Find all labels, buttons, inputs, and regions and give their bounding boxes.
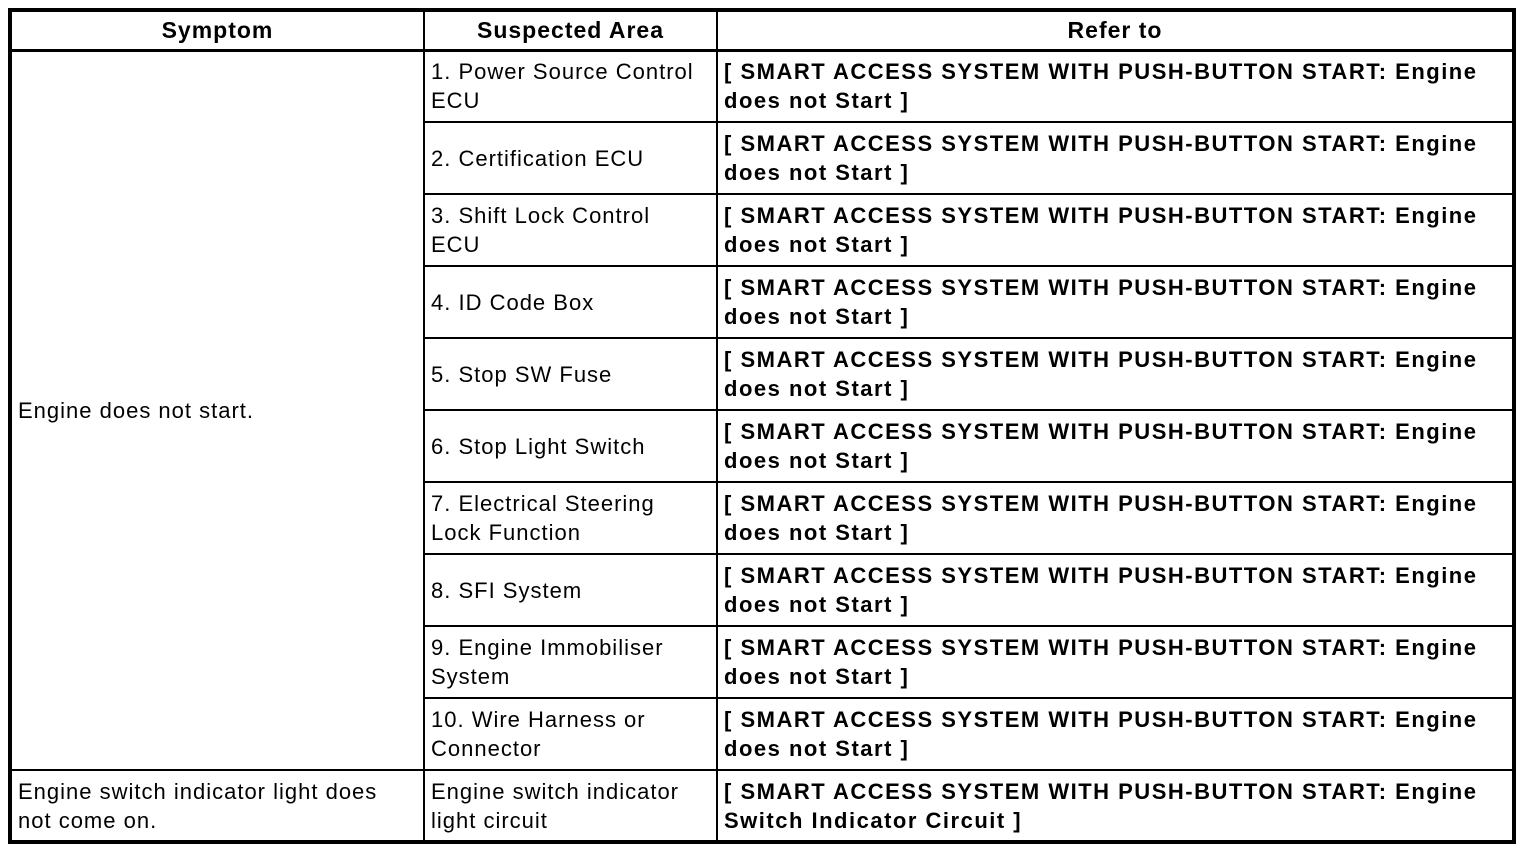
refer-to-cell: [ SMART ACCESS SYSTEM WITH PUSH-BUTTON S…	[716, 409, 1515, 483]
suspected-area-text: 1. Power Source Control ECU	[431, 59, 694, 114]
suspected-area-text: 5. Stop SW Fuse	[431, 361, 613, 387]
table-row: 7. Electrical Steering Lock Function [ SM…	[10, 481, 1515, 555]
refer-to-text: [ SMART ACCESS SYSTEM WITH PUSH-BUTTON S…	[724, 347, 1478, 401]
refer-to-cell: [ SMART ACCESS SYSTEM WITH PUSH-BUTTON S…	[716, 697, 1515, 771]
header-suspected-area: Suspected Area	[423, 9, 718, 52]
refer-to-text: [ SMART ACCESS SYSTEM WITH PUSH-BUTTON S…	[724, 275, 1478, 329]
suspected-area-cell: 5. Stop SW Fuse	[423, 337, 718, 411]
suspected-area-cell: 9. Engine Immobiliser System	[423, 625, 718, 699]
suspected-area-text: 2. Certification ECU	[431, 145, 645, 171]
table-row: 4. ID Code Box [ SMART ACCESS SYSTEM WITH…	[10, 265, 1515, 339]
table-row: 8. SFI System [ SMART ACCESS SYSTEM WITH …	[10, 553, 1515, 627]
table-row: Engine switch indicator light does not c…	[9, 769, 1515, 843]
suspected-area-cell: 1. Power Source Control ECU	[423, 49, 718, 123]
refer-to-text: [ SMART ACCESS SYSTEM WITH PUSH-BUTTON S…	[724, 491, 1478, 545]
table-row: 10. Wire Harness or Connector [ SMART ACC…	[10, 697, 1515, 771]
refer-to-text: [ SMART ACCESS SYSTEM WITH PUSH-BUTTON S…	[724, 563, 1478, 617]
symptom-diagnostic-table: Symptom Suspected Area Refer to Engine d…	[8, 8, 1516, 844]
refer-to-text: [ SMART ACCESS SYSTEM WITH PUSH-BUTTON S…	[724, 131, 1478, 185]
table-row: 6. Stop Light Switch [ SMART ACCESS SYSTE…	[10, 409, 1515, 483]
header-symptom: Symptom	[9, 9, 425, 52]
refer-to-cell: [ SMART ACCESS SYSTEM WITH PUSH-BUTTON S…	[716, 553, 1515, 627]
suspected-area-text: 9. Engine Immobiliser System	[431, 635, 664, 689]
table-row: 3. Shift Lock Control ECU [ SMART ACCESS …	[10, 193, 1515, 267]
suspected-area-text: 6. Stop Light Switch	[431, 433, 646, 459]
suspected-area-cell: 3. Shift Lock Control ECU	[423, 193, 718, 267]
suspected-area-cell: 10. Wire Harness or Connector	[423, 697, 718, 771]
refer-to-cell: [ SMART ACCESS SYSTEM WITH PUSH-BUTTON S…	[716, 265, 1515, 339]
suspected-area-cell: 6. Stop Light Switch	[423, 409, 718, 483]
refer-to-cell: [ SMART ACCESS SYSTEM WITH PUSH-BUTTON S…	[716, 769, 1515, 843]
symptom-text: Engine does not start.	[18, 397, 255, 423]
symptom-cell: Engine does not start.	[9, 49, 425, 771]
suspected-area-cell: 4. ID Code Box	[423, 265, 718, 339]
symptom-cell: Engine switch indicator light does not c…	[9, 769, 425, 843]
refer-to-text: [ SMART ACCESS SYSTEM WITH PUSH-BUTTON S…	[724, 59, 1478, 114]
suspected-area-text: 3. Shift Lock Control ECU	[431, 203, 651, 257]
table-body: Engine does not start. 1. Power Source Co…	[9, 49, 1515, 843]
refer-to-cell: [ SMART ACCESS SYSTEM WITH PUSH-BUTTON S…	[716, 625, 1515, 699]
suspected-area-cell: 7. Electrical Steering Lock Function	[423, 481, 718, 555]
suspected-area-cell: Engine switch indicator light circuit	[423, 769, 718, 843]
symptom-text: Engine switch indicator light does not c…	[18, 778, 378, 833]
table-row: 2. Certification ECU [ SMART ACCESS SYSTE…	[10, 121, 1515, 195]
suspected-area-text: 8. SFI System	[431, 577, 583, 603]
table-row: 5. Stop SW Fuse [ SMART ACCESS SYSTEM WIT…	[10, 337, 1515, 411]
refer-to-text: [ SMART ACCESS SYSTEM WITH PUSH-BUTTON S…	[724, 707, 1478, 761]
suspected-area-cell: 2. Certification ECU	[423, 121, 718, 195]
refer-to-text: [ SMART ACCESS SYSTEM WITH PUSH-BUTTON S…	[724, 778, 1478, 833]
refer-to-text: [ SMART ACCESS SYSTEM WITH PUSH-BUTTON S…	[724, 419, 1478, 473]
suspected-area-text: Engine switch indicator light circuit	[431, 778, 680, 833]
header-refer-to: Refer to	[716, 9, 1515, 52]
refer-to-cell: [ SMART ACCESS SYSTEM WITH PUSH-BUTTON S…	[716, 121, 1515, 195]
refer-to-cell: [ SMART ACCESS SYSTEM WITH PUSH-BUTTON S…	[716, 193, 1515, 267]
table-row: Engine does not start. 1. Power Source Co…	[9, 49, 1515, 771]
suspected-area-text: 10. Wire Harness or Connector	[431, 707, 646, 761]
suspected-area-cell: 8. SFI System	[423, 553, 718, 627]
refer-to-cell: [ SMART ACCESS SYSTEM WITH PUSH-BUTTON S…	[716, 49, 1515, 123]
table-row: 9. Engine Immobiliser System [ SMART ACCE…	[10, 625, 1515, 699]
refer-to-text: [ SMART ACCESS SYSTEM WITH PUSH-BUTTON S…	[724, 635, 1478, 689]
header-row: Symptom Suspected Area Refer to	[9, 9, 1515, 52]
refer-to-cell: [ SMART ACCESS SYSTEM WITH PUSH-BUTTON S…	[716, 481, 1515, 555]
suspected-area-text: 7. Electrical Steering Lock Function	[431, 491, 655, 545]
suspected-area-text: 4. ID Code Box	[431, 289, 595, 315]
refer-to-text: [ SMART ACCESS SYSTEM WITH PUSH-BUTTON S…	[724, 203, 1478, 257]
refer-to-cell: [ SMART ACCESS SYSTEM WITH PUSH-BUTTON S…	[716, 337, 1515, 411]
